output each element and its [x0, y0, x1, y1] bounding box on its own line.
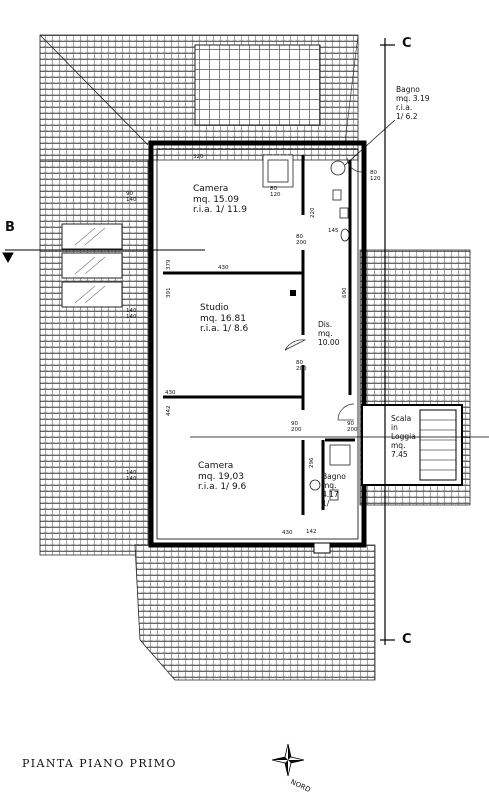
dim-door-2-b: 200: [296, 366, 307, 372]
dim-430-c: 430: [282, 530, 293, 536]
room-scala-loggia: Scala in Loggia mq. 7.45: [391, 414, 416, 459]
dim-690: 690: [342, 287, 348, 299]
chimney-markers: [290, 290, 331, 554]
door-swings: [284, 157, 363, 421]
dim-379: 379: [166, 259, 172, 271]
roof-tiles: [39, 34, 471, 681]
room-bagno-1: Bagno mq. 3.19 r.i.a. 1/ 6.2: [396, 85, 430, 121]
dim-window-2-b: 140: [126, 314, 137, 320]
dim-door-4-a: 90: [347, 421, 354, 427]
bagno-leader: [344, 119, 396, 166]
room-dis: Dis. mq. 10.00: [318, 320, 340, 347]
room-bagno-2: Bagno mq. 4.17 1/: [322, 472, 346, 508]
dim-145: 145: [328, 228, 339, 234]
room-camera-2: Camera mq. 19,03 r.i.a. 1/ 9.6: [198, 461, 247, 492]
roof-skylight-panel: [194, 44, 321, 126]
dim-442: 442: [166, 405, 172, 417]
dim-window-3-b: 140: [126, 476, 137, 482]
dim-door-2-a: 80: [296, 360, 303, 366]
interior-walls: [163, 155, 355, 515]
room-studio: Studio mq. 16.81 r.i.a. 1/ 8.6: [200, 303, 249, 334]
dim-430-a: 430: [218, 265, 229, 271]
dim-door-3-a: 90: [291, 421, 298, 427]
dim-220: 220: [310, 207, 316, 219]
dim-door-6-b: 120: [270, 192, 281, 198]
dim-window-3-a: 140: [126, 470, 137, 476]
dim-door-4-b: 200: [347, 427, 358, 433]
exterior-walls: [148, 140, 367, 548]
section-line-c: [190, 38, 489, 645]
dim-391: 391: [166, 287, 172, 299]
dim-door-5-a: 80: [370, 170, 377, 176]
dim-430-b: 430: [165, 390, 176, 396]
dim-door-5-b: 120: [370, 176, 381, 182]
room-camera-1: Camera mq. 15.09 r.i.a. 1/ 11.9: [193, 184, 247, 215]
dim-door-6-a: 80: [270, 186, 277, 192]
stair-loggia: [361, 404, 463, 486]
dim-door-1-a: 80: [296, 234, 303, 240]
dim-142: 142: [306, 529, 317, 535]
section-c-bottom-label: C: [402, 632, 412, 647]
roof-windows: [61, 223, 123, 308]
bathroom-fixtures: [262, 154, 351, 501]
dim-window-2-a: 140: [126, 308, 137, 314]
dim-320: 320: [193, 154, 204, 160]
north-arrow-icon: [271, 743, 305, 777]
dim-window-1-b: 140: [126, 197, 137, 203]
section-b-label: B: [5, 220, 15, 235]
dim-window-1-a: 90: [126, 191, 133, 197]
dim-296: 296: [309, 457, 315, 469]
dim-door-1-b: 200: [296, 240, 307, 246]
dim-door-3-b: 200: [291, 427, 302, 433]
section-c-top-label: C: [402, 36, 412, 51]
plan-title: PIANTA PIANO PRIMO: [22, 757, 177, 770]
section-line-b: [2, 249, 205, 264]
